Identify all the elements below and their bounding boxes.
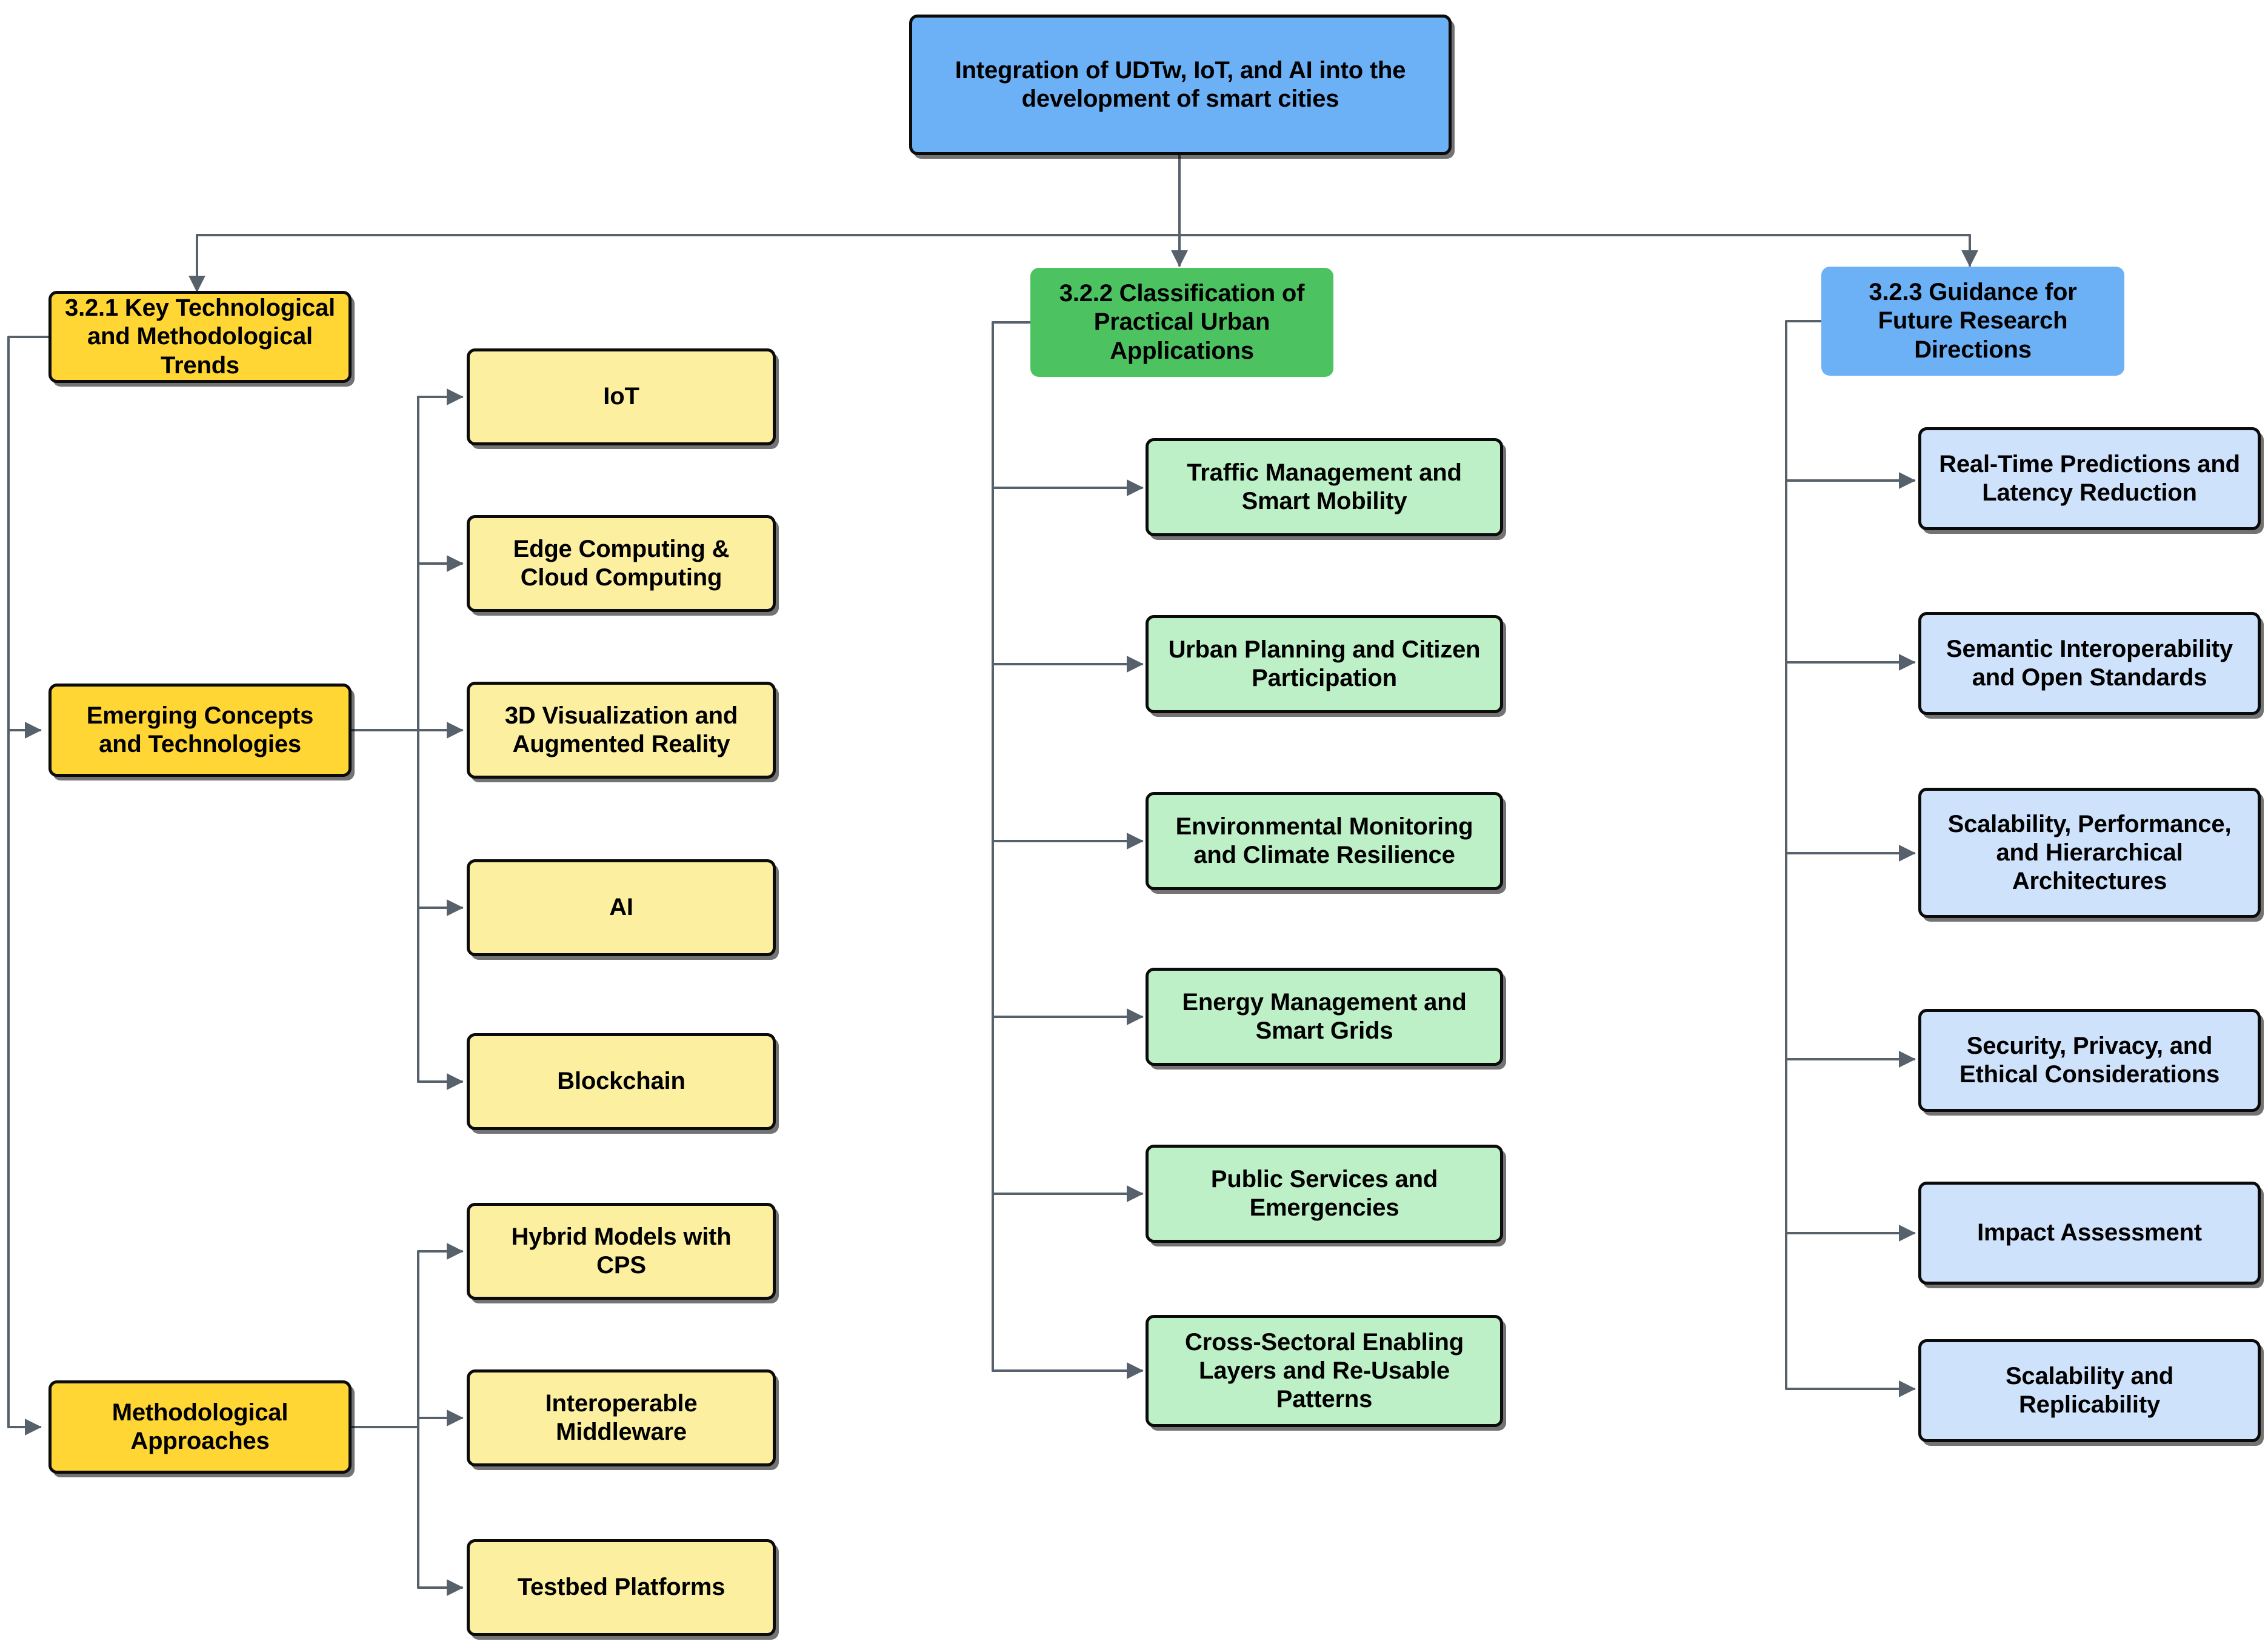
leaf-node-public-services[interactable]: Public Services and Emergencies <box>1146 1145 1503 1243</box>
leaf-node-testbed-platforms[interactable]: Testbed Platforms <box>467 1539 776 1636</box>
section-node-323[interactable]: 3.2.3 Guidance for Future Research Direc… <box>1821 267 2124 376</box>
section-node-322[interactable]: 3.2.2 Classification of Practical Urban … <box>1030 268 1333 377</box>
leaf-node-interoperable-middleware[interactable]: Interoperable Middleware <box>467 1369 776 1466</box>
leaf-node-semantic-interoperability[interactable]: Semantic Interoperability and Open Stand… <box>1918 612 2261 715</box>
leaf-node-environmental-monitoring[interactable]: Environmental Monitoring and Climate Res… <box>1146 792 1503 890</box>
leaf-node-iot[interactable]: IoT <box>467 348 776 445</box>
leaf-node-blockchain[interactable]: Blockchain <box>467 1033 776 1130</box>
section-node-321[interactable]: 3.2.1 Key Technological and Methodologic… <box>48 291 352 383</box>
leaf-node-ai[interactable]: AI <box>467 859 776 956</box>
leaf-node-real-time-predictions[interactable]: Real-Time Predictions and Latency Reduct… <box>1918 427 2261 530</box>
leaf-node-energy-management[interactable]: Energy Management and Smart Grids <box>1146 968 1503 1066</box>
leaf-node-scalability-replicability[interactable]: Scalability and Replicability <box>1918 1339 2261 1442</box>
leaf-node-scalability-performance[interactable]: Scalability, Performance, and Hierarchic… <box>1918 788 2261 918</box>
leaf-node-cross-sectoral-enabling[interactable]: Cross-Sectoral Enabling Layers and Re-Us… <box>1146 1315 1503 1427</box>
leaf-node-impact-assessment[interactable]: Impact Assessment <box>1918 1182 2261 1285</box>
leaf-node-traffic-management[interactable]: Traffic Management and Smart Mobility <box>1146 438 1503 536</box>
edge-322-spine <box>992 321 1032 1372</box>
leaf-node-security-privacy-ethics[interactable]: Security, Privacy, and Ethical Considera… <box>1918 1009 2261 1112</box>
leaf-node-edge-cloud-computing[interactable]: Edge Computing & Cloud Computing <box>467 515 776 612</box>
edge-323-spine <box>1785 320 1823 1390</box>
group-node-methodological-approaches[interactable]: Methodological Approaches <box>48 1380 352 1474</box>
root-node[interactable]: Integration of UDTw, IoT, and AI into th… <box>909 15 1452 155</box>
leaf-node-urban-planning[interactable]: Urban Planning and Citizen Participation <box>1146 615 1503 713</box>
edge-321-spine <box>7 336 50 1428</box>
leaf-node-hybrid-models-cps[interactable]: Hybrid Models with CPS <box>467 1203 776 1300</box>
group-node-emerging-concepts[interactable]: Emerging Concepts and Technologies <box>48 684 352 777</box>
leaf-node-3d-visualization-ar[interactable]: 3D Visualization and Augmented Reality <box>467 682 776 779</box>
